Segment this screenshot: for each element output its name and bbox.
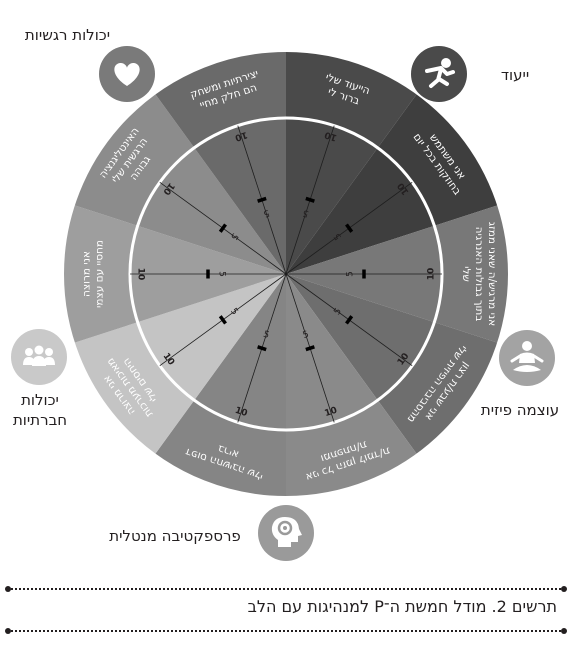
mid-scale-tick-2 [345, 223, 354, 233]
scale-label-max-5: 10 [323, 406, 338, 419]
scale-label-max-8: 10 [136, 268, 146, 281]
sector-label-line: בתוך גבולות האנרגיה [473, 227, 485, 322]
wheel-sector-1 [286, 51, 418, 274]
wheel-sector-9 [73, 93, 286, 275]
sector-label-line: מחסיי עם עצמי [94, 240, 106, 308]
scale-label-max-6: 10 [234, 406, 249, 419]
scale-label-max-3: 10 [427, 268, 437, 281]
mid-scale-tick-9 [218, 223, 227, 233]
category-label-purpose: ייעוד [500, 66, 530, 84]
sector-label-line: אני מרגיש/ה שאני ממזג [486, 222, 498, 326]
mid-scale-tick-5 [305, 345, 315, 352]
scale-label-mid-4: 5 [332, 307, 343, 318]
head-brain-icon [258, 505, 314, 561]
heart-icon [99, 46, 155, 102]
scale-label-mid-10: 5 [262, 207, 271, 218]
sector-label-line: אני מרוצה [81, 251, 93, 297]
wheel-sector-10 [154, 51, 286, 274]
scale-label-max-1: 10 [323, 129, 338, 142]
scale-label-mid-7: 5 [228, 307, 239, 318]
category-label-physical-power: עוצמה פיזית [480, 401, 560, 419]
meditation-icon [499, 330, 555, 386]
mid-scale-tick-10 [257, 196, 267, 203]
wheel-sector-5 [286, 274, 418, 497]
mid-scale-tick-6 [257, 345, 267, 352]
mid-scale-tick-1 [305, 196, 315, 203]
mid-scale-tick-4 [345, 315, 354, 325]
running-person-icon [411, 46, 467, 102]
category-label-social: יכולות חברתיות [0, 390, 80, 431]
scale-label-mid-6: 5 [262, 330, 271, 341]
people-group-icon [11, 329, 67, 385]
wheel-sector-2 [286, 93, 499, 275]
category-label-social-line2: חברתיות [12, 411, 68, 430]
category-label-emotional: יכולות רגשיות [24, 26, 111, 44]
figure-caption: תרשים 2. מודל חמשת ה־P למנהיגות עם הלב [247, 597, 557, 616]
sector-label-line: שלי [460, 266, 472, 282]
wheel-sector-4 [286, 274, 499, 455]
category-label-social-line1: יכולות [21, 391, 59, 409]
outer-rim [62, 50, 510, 498]
category-label-mental-perspective: פרספקטיבה מנטלית [109, 527, 241, 545]
scale-label-mid-3: 5 [346, 271, 356, 277]
wheel-sector-7 [73, 274, 286, 455]
scale-label-mid-1: 5 [302, 207, 311, 218]
wheel-sectors [63, 51, 509, 497]
caption-divider-bottom [5, 628, 567, 634]
wheel-sector-6 [154, 274, 286, 497]
scale-label-mid-2: 5 [332, 231, 343, 242]
mid-scale-tick-7 [218, 315, 227, 325]
scale-label-mid-8: 5 [217, 271, 227, 277]
caption-divider-top [5, 586, 567, 592]
scale-label-max-10: 10 [234, 129, 249, 142]
scale-label-mid-9: 5 [228, 231, 239, 242]
scale-label-mid-5: 5 [302, 330, 311, 341]
